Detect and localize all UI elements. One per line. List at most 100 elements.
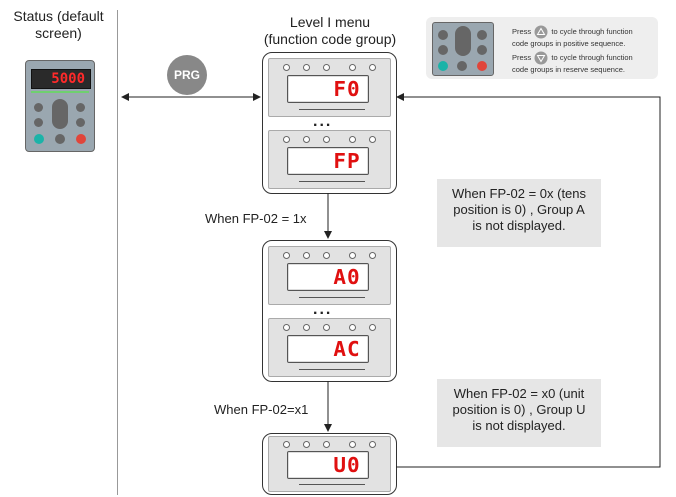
run-key-icon: [34, 134, 44, 144]
led-indicator: [323, 64, 330, 71]
lcd-a0: A0: [287, 263, 369, 291]
legend-enter-key-icon: [477, 30, 487, 40]
legend-up-text: Press to cycle through function code gro…: [512, 25, 633, 48]
condition-fp02-1x: When FP-02 = 1x: [205, 211, 307, 226]
note-group-a-line3: is not displayed.: [472, 218, 566, 233]
note-group-u-line1: When FP-02 = x0 (unit: [453, 386, 585, 401]
display-panel-u0: U0: [268, 436, 391, 492]
legend-down-line1: to cycle through function: [551, 52, 633, 62]
lcd-text-a0: A0: [333, 265, 361, 289]
led-indicator: [349, 441, 356, 448]
led-indicator: [349, 252, 356, 259]
legend-shift-key-icon: [477, 45, 487, 55]
condition-fp02-x1: When FP-02=x1: [214, 402, 309, 417]
level1-title: Level I menu (function code group): [240, 14, 420, 48]
legend-quick-key-icon: [438, 45, 448, 55]
ellipsis-a: ...: [313, 301, 333, 318]
legend-mf-key-icon: [457, 61, 467, 71]
led-indicator: [283, 252, 290, 259]
legend-down-line2: code groups in reserve sequence.: [512, 65, 625, 74]
led-indicator: [323, 252, 330, 259]
led-indicator: [303, 441, 310, 448]
led-indicator: [369, 324, 376, 331]
function-group-a: A0 ... AC: [262, 240, 397, 382]
led-indicator: [369, 252, 376, 259]
legend-up-line2: code groups in positive sequence.: [512, 39, 626, 48]
led-indicator: [303, 136, 310, 143]
led-indicator: [283, 64, 290, 71]
tick-line: [299, 109, 365, 110]
lcd-fp: FP: [287, 147, 369, 175]
mf-key-icon: [55, 134, 65, 144]
ellipsis-f: ...: [313, 113, 333, 130]
legend: Press to cycle through function code gro…: [426, 17, 658, 79]
legend-run-key-icon: [438, 61, 448, 71]
column-divider: [117, 10, 118, 495]
function-group-f: F0 ... FP: [262, 52, 397, 194]
led-indicator: [349, 64, 356, 71]
led-indicator: [303, 252, 310, 259]
tick-line: [299, 181, 365, 182]
led-indicator: [283, 441, 290, 448]
legend-prg-key-icon: [438, 30, 448, 40]
status-title-line1: Status (default: [13, 8, 104, 24]
led-indicator: [369, 441, 376, 448]
up-arrow-icon: [534, 25, 548, 39]
status-title: Status (default screen): [0, 8, 117, 42]
level1-title-line2: (function code group): [263, 31, 397, 47]
prg-key-icon: [34, 103, 43, 112]
prg-button: PRG: [167, 55, 207, 95]
note-group-a-line1: When FP-02 = 0x (tens: [451, 186, 587, 201]
legend-stop-key-icon: [477, 61, 487, 71]
lcd-ac: AC: [287, 335, 369, 363]
display-panel-fp: FP: [268, 130, 391, 189]
lcd-u0: U0: [287, 451, 369, 479]
led-indicator: [323, 324, 330, 331]
lcd-text-ac: AC: [333, 337, 361, 361]
shift-key-icon: [76, 118, 85, 127]
led-indicator: [303, 64, 310, 71]
led-indicator: [303, 324, 310, 331]
note-group-a: When FP-02 = 0x (tens position is 0) , G…: [437, 179, 601, 247]
legend-updown-key-icon: [455, 26, 471, 56]
tick-line: [299, 297, 365, 298]
status-lcd: 5000: [31, 69, 91, 89]
led-indicator: [349, 136, 356, 143]
lcd-f0: F0: [287, 75, 369, 103]
note-group-u-line2: position is 0) , Group U: [452, 402, 586, 417]
legend-down-text: Press to cycle through function code gro…: [512, 51, 633, 74]
status-keypad: 5000: [25, 60, 95, 152]
legend-up-line1: to cycle through function: [551, 26, 633, 36]
lcd-text-u0: U0: [333, 453, 361, 477]
led-indicator: [349, 324, 356, 331]
legend-down-prefix: Press: [512, 52, 532, 62]
note-group-a-line2: position is 0) , Group A: [453, 202, 585, 217]
updown-key-icon: [52, 99, 68, 129]
note-group-u: When FP-02 = x0 (unit position is 0) , G…: [437, 379, 601, 447]
led-indicator: [369, 136, 376, 143]
quick-key-icon: [34, 118, 43, 127]
down-arrow-icon: [534, 51, 548, 65]
tick-line: [299, 369, 365, 370]
enter-key-icon: [76, 103, 85, 112]
lcd-text-f0: F0: [333, 77, 361, 101]
legend-up-prefix: Press: [512, 26, 532, 36]
level1-title-line1: Level I menu: [289, 14, 371, 30]
status-title-line2: screen): [35, 25, 82, 41]
display-panel-a0: A0: [268, 246, 391, 305]
led-indicator: [369, 64, 376, 71]
legend-keypad: [432, 22, 494, 76]
display-panel-ac: AC: [268, 318, 391, 377]
led-indicator: [283, 136, 290, 143]
display-panel-f0: F0: [268, 58, 391, 117]
lcd-text-fp: FP: [333, 149, 361, 173]
tick-line: [299, 484, 365, 485]
status-display-value: 5000: [51, 71, 85, 87]
status-led-bar: [31, 91, 89, 93]
prg-button-label: PRG: [173, 68, 200, 82]
led-indicator: [283, 324, 290, 331]
led-indicator: [323, 136, 330, 143]
function-group-u: U0: [262, 433, 397, 495]
stop-key-icon: [76, 134, 86, 144]
led-indicator: [323, 441, 330, 448]
